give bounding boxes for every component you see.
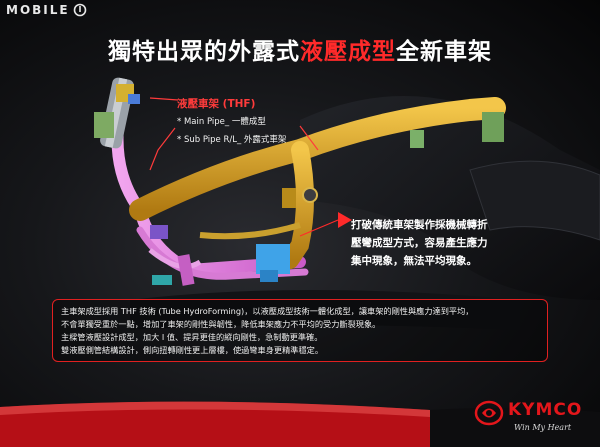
callout-line-1: 打破傳統車架製作採機械轉折: [351, 219, 488, 231]
description-box: 主車架成型採用 THF 技術 (Tube HydroForming)，以液壓成型…: [52, 299, 548, 362]
bracket-blue-2: [260, 270, 278, 282]
site-watermark: MOBILE: [6, 3, 87, 17]
scooter-floor: [130, 290, 520, 330]
callout-line-2: 壓彎成型方式，容易產生應力: [351, 237, 488, 249]
title-accent: 液壓成型: [300, 39, 396, 65]
title-part-2: 全新車架: [396, 39, 492, 65]
description-line: 主車架成型採用 THF 技術 (Tube HydroForming)，以液壓成型…: [61, 306, 474, 316]
head-tube: [94, 77, 140, 149]
fairing-dark: [430, 407, 600, 447]
frame-label-title: 液壓車架 (THF): [177, 98, 256, 110]
description-line: 不會單獨受重於一點，增加了車架的剛性與韌性，降低車架應力不平均的受力斷裂現象。: [61, 319, 381, 329]
main-pipe-frame: [129, 97, 506, 269]
bracket-green: [482, 112, 504, 142]
bracket-purple: [150, 225, 168, 239]
bracket-blue: [256, 244, 290, 274]
brand-slogan: Win My Heart: [514, 423, 572, 432]
frame-label-item: * Main Pipe_ 一體成型: [177, 117, 266, 127]
bracket-green-2: [410, 130, 424, 148]
leader-line-sub: [299, 125, 319, 151]
description-line: 雙液壓側管結構設計，側向扭轉剛性更上層樓，使過彎車身更精準穩定。: [61, 345, 324, 355]
scooter-rear-panel: [469, 160, 600, 241]
scooter-rear-body: [300, 96, 600, 300]
description-line: 主樑管液壓設計成型，加大 I 值、提昇更佳的縱向剛性，急制動更準確。: [61, 332, 323, 342]
leader-line-head: [149, 97, 179, 101]
leader-line-main: [149, 127, 176, 171]
page-title: 獨特出眾的外露式液壓成型全新車架: [0, 32, 600, 66]
watermark-text: MOBILE: [6, 3, 70, 17]
title-part-1: 獨特出眾的外露式: [108, 39, 300, 65]
callout-line-3: 集中現象，無法平均現象。: [351, 255, 477, 267]
callout-line: [299, 219, 339, 237]
callout-indicator: [338, 212, 352, 228]
callout-text: 打破傳統車架製作採機械轉折 壓彎成型方式，容易產生應力 集中現象，無法平均現象。: [351, 216, 526, 270]
frame-label: 液壓車架 (THF) * Main Pipe_ 一體成型 * Sub Pipe …: [177, 96, 337, 151]
bracket-teal: [152, 275, 172, 285]
frame-label-item: * Sub Pipe R/L_ 外露式車架: [177, 135, 287, 145]
red-fairing: [0, 401, 430, 447]
mobile01-logo-icon: [73, 3, 86, 17]
brand-name: KYMCO: [508, 400, 583, 420]
kymco-emblem-icon: [474, 400, 504, 426]
